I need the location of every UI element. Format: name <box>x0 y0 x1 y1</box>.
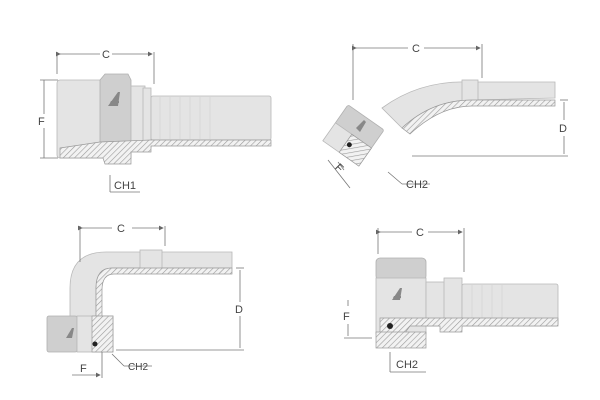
brand-logo-icon <box>392 288 402 300</box>
dim-label-c: C <box>416 227 424 239</box>
callout-ch2: CH2 <box>128 362 148 373</box>
dim-label-f: F <box>343 311 350 323</box>
dim-label-c: C <box>412 43 420 55</box>
callout-ch1: CH1 <box>114 180 136 192</box>
section-hatch <box>59 139 272 165</box>
dim-label-d: D <box>235 304 243 316</box>
callout-ch2: CH2 <box>396 359 418 371</box>
nut-section <box>375 331 427 349</box>
o-ring <box>346 142 352 148</box>
o-ring <box>92 341 98 347</box>
collar <box>142 87 152 149</box>
section-hatch <box>401 99 556 135</box>
view-straight-swivel: C F CH2 <box>343 227 559 373</box>
hose-stem <box>150 95 272 141</box>
view-elbow-90: C D F CH2 <box>46 223 244 378</box>
o-ring <box>387 323 393 329</box>
section-hatch <box>95 267 233 319</box>
callout-ch2: CH2 <box>406 179 428 191</box>
view-straight-ch1: C F CH1 <box>38 49 272 193</box>
brand-logo-icon <box>66 328 74 338</box>
dim-label-f: F <box>80 363 87 375</box>
dim-label-f: F <box>332 162 345 175</box>
hex-nut <box>375 257 427 281</box>
nut-section <box>338 133 372 167</box>
nut-section <box>91 315 114 353</box>
view-elbow-45: C D F CH2 <box>322 43 568 191</box>
brand-logo-icon <box>356 120 366 132</box>
collar <box>139 249 163 271</box>
dim-label-f: F <box>38 116 45 128</box>
dim-label-c: C <box>117 223 125 235</box>
dim-label-c: C <box>102 49 110 61</box>
brand-logo-icon <box>108 92 120 106</box>
dim-label-d: D <box>559 123 567 135</box>
